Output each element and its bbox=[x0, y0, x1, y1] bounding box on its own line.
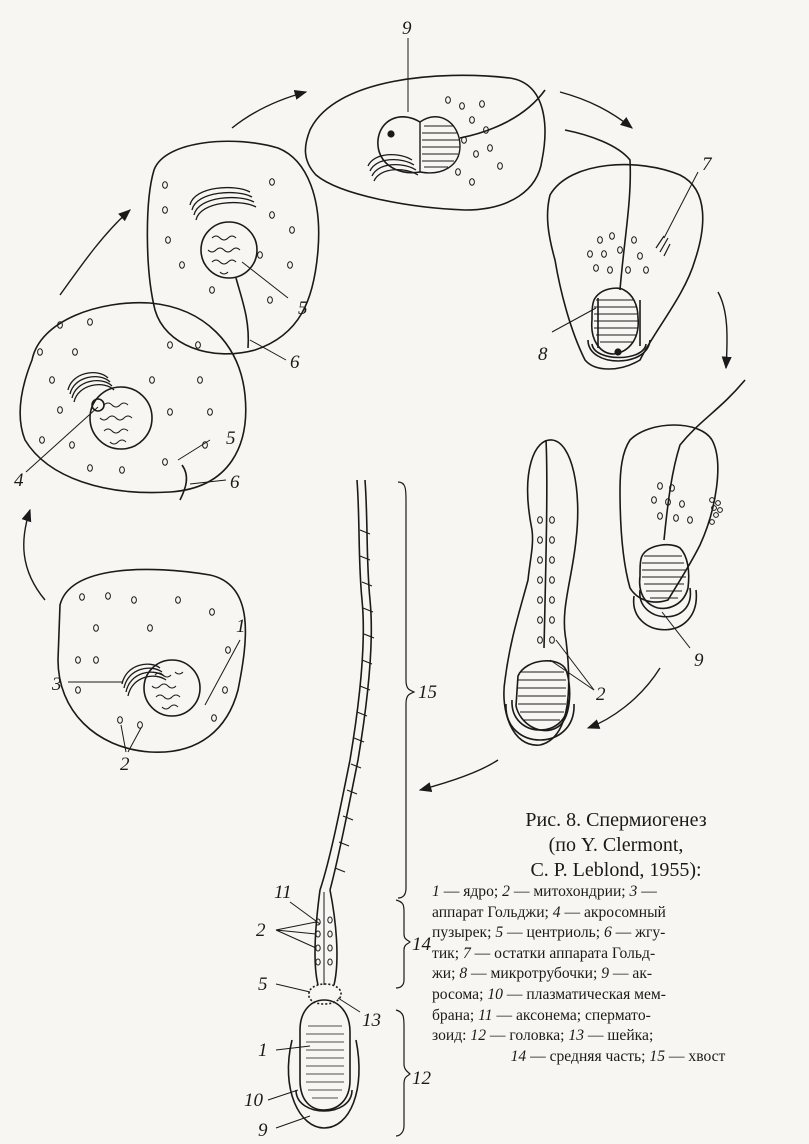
progression-arrows bbox=[24, 92, 727, 790]
legend-text: — ядро; bbox=[440, 883, 502, 900]
cell-early-spermatid bbox=[58, 569, 245, 752]
label-7: 7 bbox=[702, 154, 713, 175]
legend-text: — аксонема; сперматo- bbox=[493, 1007, 651, 1024]
legend-text: — митохондрии; bbox=[510, 883, 630, 900]
legend-text: — средняя часть; bbox=[526, 1048, 649, 1065]
legend-number: 7 bbox=[463, 945, 471, 962]
legend-text: — шейка; bbox=[584, 1027, 653, 1044]
flagellum bbox=[460, 90, 545, 138]
legend-text: — bbox=[637, 883, 657, 900]
legend-number: 8 bbox=[459, 965, 467, 982]
label-1a: 1 bbox=[236, 616, 246, 637]
label-1b: 1 bbox=[258, 1040, 268, 1061]
legend-line: зоид: 12 — головка; 13 — шейка; bbox=[432, 1026, 804, 1047]
label-2c: 2 bbox=[256, 920, 266, 941]
acrosomal-vesicle bbox=[92, 399, 104, 411]
legend-text: росома; bbox=[432, 986, 487, 1003]
label-9c: 9 bbox=[258, 1120, 268, 1141]
label-2a: 2 bbox=[120, 754, 130, 775]
caption-line: C. P. Leblond, 1955): bbox=[430, 858, 802, 883]
legend-text: — хвост bbox=[665, 1048, 725, 1065]
label-14: 14 bbox=[412, 934, 432, 955]
cell-late-spermatid bbox=[504, 440, 594, 745]
flagellum bbox=[180, 465, 186, 500]
neck bbox=[309, 984, 341, 1004]
legend-number: 13 bbox=[568, 1027, 584, 1044]
cell-elongating bbox=[620, 380, 745, 648]
cell-microtubules bbox=[548, 130, 703, 369]
label-6b: 6 bbox=[290, 352, 300, 373]
legend-number: 1 bbox=[432, 883, 440, 900]
legend-number: 14 bbox=[511, 1048, 527, 1065]
legend-number: 6 bbox=[604, 924, 612, 941]
label-13: 13 bbox=[362, 1010, 381, 1031]
legend-number: 10 bbox=[487, 986, 503, 1003]
legend-line: брана; 11 — аксонема; сперматo- bbox=[432, 1006, 804, 1027]
legend-number: 15 bbox=[649, 1048, 665, 1065]
acrosome-granule bbox=[388, 131, 394, 137]
legend-text: тик; bbox=[432, 945, 463, 962]
legend-text: — акросомный bbox=[561, 904, 666, 921]
legend-number: 12 bbox=[470, 1027, 486, 1044]
golgi-remnants bbox=[656, 236, 670, 256]
legend-text: аппарат Гольджи; bbox=[432, 904, 553, 921]
plasma-membrane bbox=[288, 1040, 359, 1128]
legend-number: 2 bbox=[502, 883, 510, 900]
label-4: 4 bbox=[14, 470, 24, 491]
label-9a: 9 bbox=[402, 18, 412, 39]
legend-text: — остатки аппарата Гольд- bbox=[471, 945, 655, 962]
legend-text: брана; bbox=[432, 1007, 478, 1024]
legend-number: 9 bbox=[601, 965, 609, 982]
label-5c: 5 bbox=[258, 974, 268, 995]
label-8: 8 bbox=[538, 344, 548, 365]
legend-line: 14 — средняя часть; 15 — хвост bbox=[432, 1047, 804, 1068]
brackets bbox=[396, 482, 414, 1136]
flagellum bbox=[544, 440, 547, 648]
caption-line: Рис. 8. Спермиогенез bbox=[430, 808, 802, 833]
cell-golgi-cap bbox=[147, 141, 318, 360]
label-10: 10 bbox=[244, 1090, 264, 1111]
middle-piece bbox=[315, 890, 337, 985]
legend-line: аппарат Гольджи; 4 — акросомный bbox=[432, 903, 804, 924]
head bbox=[300, 1000, 350, 1110]
legend-line: тик; 7 — остатки аппарата Гольд- bbox=[432, 944, 804, 965]
legend-number: 11 bbox=[478, 1007, 492, 1024]
legend-text: — жгу- bbox=[612, 924, 666, 941]
legend-line: пузырек; 5 — центриоль; 6 — жгу- bbox=[432, 923, 804, 944]
legend-text: пузырек; bbox=[432, 924, 495, 941]
legend-text: — ак- bbox=[609, 965, 652, 982]
legend-text: жи; bbox=[432, 965, 459, 982]
legend-number: 4 bbox=[553, 904, 561, 921]
legend-line: росома; 10 — плазматическая мем- bbox=[432, 985, 804, 1006]
label-11: 11 bbox=[274, 882, 292, 903]
legend-number: 5 bbox=[495, 924, 503, 941]
label-15: 15 bbox=[418, 682, 437, 703]
label-5a: 5 bbox=[226, 428, 236, 449]
caption-line: (по Y. Clermont, bbox=[430, 833, 802, 858]
cell-acrosome-forming bbox=[305, 38, 545, 210]
label-6a: 6 bbox=[230, 472, 240, 493]
legend-text: — центриоль; bbox=[503, 924, 604, 941]
label-12: 12 bbox=[412, 1068, 432, 1089]
legend-line: жи; 8 — микротрубочки; 9 — ак- bbox=[432, 964, 804, 985]
flagellum bbox=[236, 278, 248, 348]
flagellum bbox=[664, 380, 745, 540]
label-9b: 9 bbox=[694, 650, 704, 671]
legend-line: 1 — ядро; 2 — митохондрии; 3 — bbox=[432, 882, 804, 903]
figure-caption: Рис. 8. Спермиогенез (по Y. Clermont, C.… bbox=[430, 808, 802, 883]
label-3a: 3 bbox=[51, 674, 62, 695]
label-5b: 5 bbox=[298, 298, 308, 319]
legend-text: — микротрубочки; bbox=[467, 965, 601, 982]
legend-text: — плазматическая мем- bbox=[503, 986, 666, 1003]
label-2b: 2 bbox=[596, 684, 606, 705]
legend-text: зоид: bbox=[432, 1027, 470, 1044]
legend-text: — головка; bbox=[486, 1027, 568, 1044]
figure-legend: 1 — ядро; 2 — митохондрии; 3 —аппарат Го… bbox=[432, 882, 804, 1067]
cell-acrosomal-vesicle bbox=[20, 303, 246, 500]
tail bbox=[320, 480, 363, 890]
